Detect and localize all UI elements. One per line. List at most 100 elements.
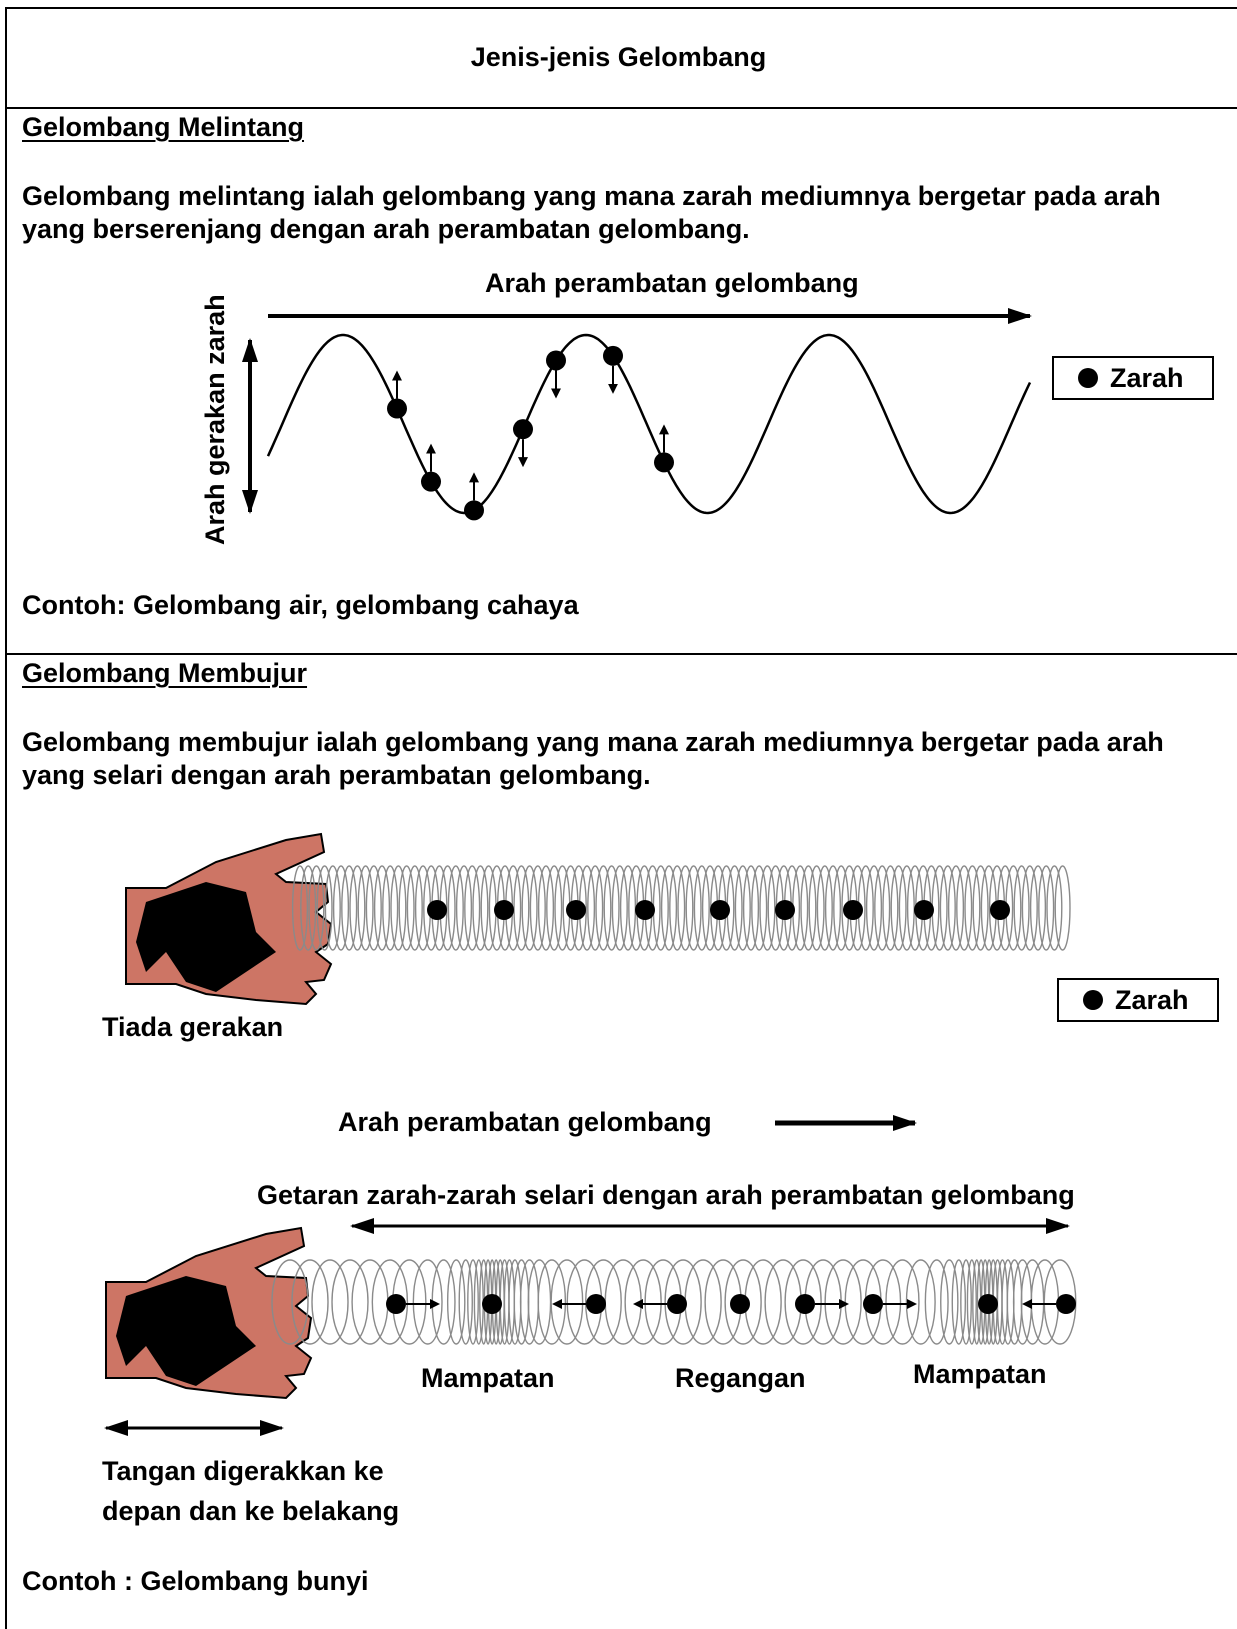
longitudinal-particle bbox=[386, 1294, 406, 1314]
longitudinal-particle bbox=[710, 900, 730, 920]
coil-loop bbox=[890, 865, 907, 951]
coil-loop bbox=[357, 865, 374, 951]
coil-loop bbox=[808, 865, 825, 951]
coil-loop bbox=[537, 865, 555, 951]
coil-loop bbox=[537, 1259, 567, 1345]
longitudinal-heading: Gelombang Membujur bbox=[22, 658, 308, 688]
transverse-particles bbox=[387, 345, 674, 521]
coil-loop bbox=[604, 1259, 642, 1345]
coil-loop bbox=[550, 1259, 584, 1345]
particle-legend-dot bbox=[1078, 368, 1098, 388]
longitudinal-particle bbox=[730, 1294, 750, 1314]
transverse-particle bbox=[421, 471, 441, 492]
transverse-particle bbox=[546, 350, 566, 371]
coil-loop bbox=[947, 865, 965, 951]
longitudinal-particle bbox=[635, 900, 655, 920]
longitudinal-particle bbox=[494, 900, 514, 920]
page-title: Jenis-jenis Gelombang bbox=[470, 42, 767, 72]
coil-loop bbox=[1020, 1259, 1045, 1345]
transverse-particle bbox=[654, 452, 674, 473]
coil-loop bbox=[529, 865, 546, 951]
longitudinal-particle bbox=[990, 900, 1010, 920]
coil-loop bbox=[685, 865, 702, 951]
hand-label-line1: Tangan digerakkan ke bbox=[102, 1456, 384, 1486]
particle-legend-dot bbox=[1083, 990, 1103, 1010]
no-motion-label: Tiada gerakan bbox=[102, 1012, 284, 1042]
coil-loop bbox=[677, 865, 694, 951]
spring-coil-top bbox=[291, 865, 1071, 951]
longitudinal-particles-top bbox=[427, 900, 1010, 920]
coil-loop bbox=[1029, 865, 1047, 951]
coil-loop bbox=[446, 1259, 466, 1345]
divider-title bbox=[5, 107, 1237, 109]
coil-loop bbox=[940, 1259, 959, 1345]
longitudinal-particle bbox=[427, 900, 447, 920]
longitudinal-definition: Gelombang membujur ialah gelombang yang … bbox=[22, 727, 1164, 790]
transverse-particle bbox=[464, 500, 484, 521]
coil-loop bbox=[964, 865, 981, 951]
longitudinal-particle bbox=[978, 1294, 998, 1314]
page-frame bbox=[5, 7, 1237, 1629]
transverse-definition: Gelombang melintang ialah gelombang yang… bbox=[22, 181, 1161, 244]
coil-loop bbox=[966, 1259, 977, 1345]
compression-label-2: Mampatan bbox=[913, 1359, 1047, 1389]
coil-loop bbox=[472, 865, 489, 951]
transverse-particle bbox=[513, 419, 533, 440]
coil-loop bbox=[1046, 865, 1063, 951]
coil-loop bbox=[824, 865, 842, 951]
transverse-particle bbox=[603, 345, 623, 366]
hand-icon bbox=[125, 832, 333, 1006]
coil-loop bbox=[351, 1259, 389, 1345]
coil-loop bbox=[331, 1259, 369, 1345]
coil-loop bbox=[464, 865, 481, 951]
coil-loop bbox=[584, 1259, 622, 1345]
coil-loop bbox=[874, 865, 891, 951]
compression-label-1: Mampatan bbox=[421, 1363, 555, 1393]
transverse-example: Contoh: Gelombang air, gelombang cahaya bbox=[22, 590, 579, 620]
coil-loop bbox=[816, 865, 833, 951]
coil-loop bbox=[619, 865, 637, 951]
coil-loop bbox=[365, 865, 382, 951]
coil-loop bbox=[905, 1259, 936, 1345]
coil-loop bbox=[744, 1259, 782, 1345]
longitudinal-particles-bottom bbox=[386, 1294, 1076, 1314]
coil-loop bbox=[664, 1259, 702, 1345]
coil-loop bbox=[390, 865, 407, 951]
coil-loop bbox=[693, 865, 710, 951]
transverse-particle bbox=[387, 398, 407, 419]
vibration-label: Getaran zarah-zarah selari dengan arah p… bbox=[257, 1180, 1075, 1210]
coil-loop bbox=[308, 865, 325, 951]
coil-loop bbox=[371, 1259, 409, 1345]
coil-loop bbox=[800, 865, 817, 951]
coil-loop bbox=[458, 1259, 473, 1345]
coil-loop bbox=[406, 865, 423, 951]
coil-loop bbox=[1021, 865, 1038, 951]
coil-loop bbox=[324, 865, 341, 951]
coil-loop bbox=[865, 865, 883, 951]
coil-loop bbox=[467, 1259, 479, 1345]
coil-loop bbox=[1038, 865, 1055, 951]
coil-loop bbox=[455, 865, 473, 951]
coil-loop bbox=[742, 865, 760, 951]
coil-loop bbox=[316, 865, 333, 951]
coil-loop bbox=[332, 865, 350, 951]
coil-loop bbox=[447, 865, 464, 951]
coil-loop bbox=[373, 865, 391, 951]
coil-loop bbox=[1013, 865, 1030, 951]
coil-loop bbox=[792, 865, 809, 951]
longitudinal-legend-label: Zarah bbox=[1115, 984, 1189, 1015]
coil-loop bbox=[759, 865, 776, 951]
coil-loop bbox=[527, 1259, 552, 1345]
coil-loop bbox=[684, 1259, 722, 1345]
coil-loop bbox=[271, 1259, 309, 1345]
coil-loop bbox=[398, 865, 415, 951]
coil-loop bbox=[519, 1259, 540, 1345]
coil-loop bbox=[960, 1259, 972, 1345]
longitudinal-particle bbox=[667, 1294, 687, 1314]
rarefaction-label: Regangan bbox=[675, 1363, 806, 1393]
coil-loop bbox=[951, 1259, 967, 1345]
coil-loop bbox=[431, 1259, 456, 1345]
longitudinal-example: Contoh : Gelombang bunyi bbox=[22, 1566, 369, 1596]
coil-loop bbox=[734, 865, 751, 951]
